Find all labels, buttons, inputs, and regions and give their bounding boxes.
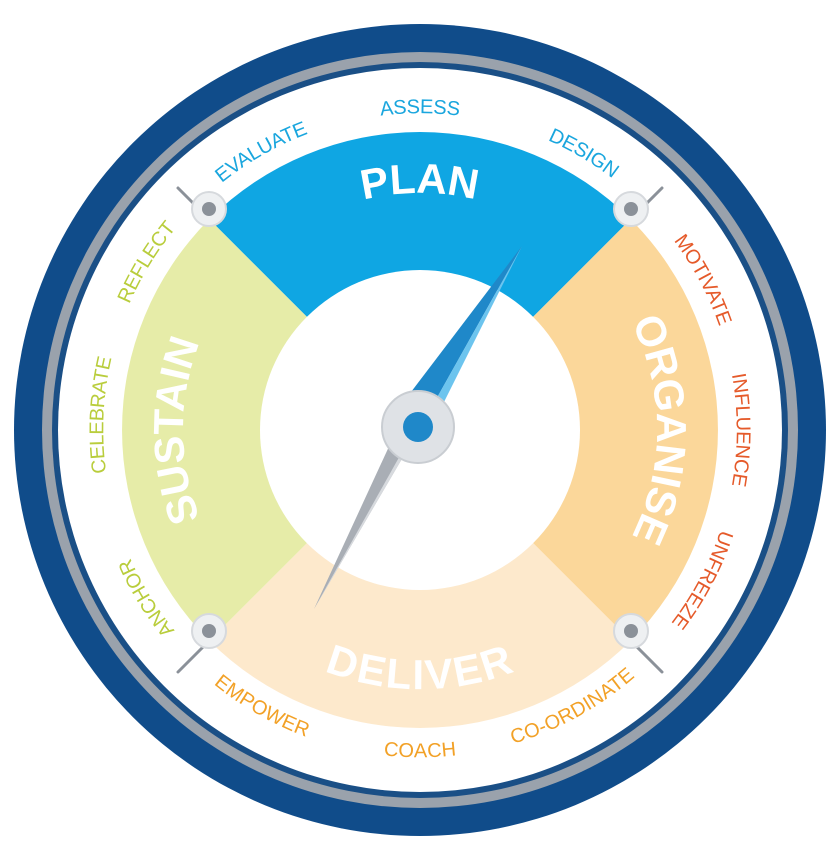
tick-se (631, 641, 664, 674)
divider-knobs (191, 191, 649, 649)
knob-ne-dot (624, 202, 638, 216)
sector-sustain (122, 219, 311, 641)
knob-nw-dot (202, 202, 216, 216)
ring-label-coach: COACH (383, 738, 457, 762)
needle-north-half (408, 246, 522, 428)
sector-title-plan: PLAN (356, 155, 483, 209)
sector-plan (209, 132, 631, 321)
sector-deliver (209, 539, 631, 728)
knob-sw-dot (202, 624, 216, 638)
compass-needle-icon (314, 246, 522, 609)
knob-se-dot (624, 624, 638, 638)
compass-hub-icon (381, 390, 455, 464)
needle-north-shade (420, 246, 522, 428)
needle-south-shade (314, 428, 420, 609)
tick-sw (176, 641, 209, 674)
hub-dot (403, 412, 433, 442)
sector-organise (529, 219, 718, 641)
